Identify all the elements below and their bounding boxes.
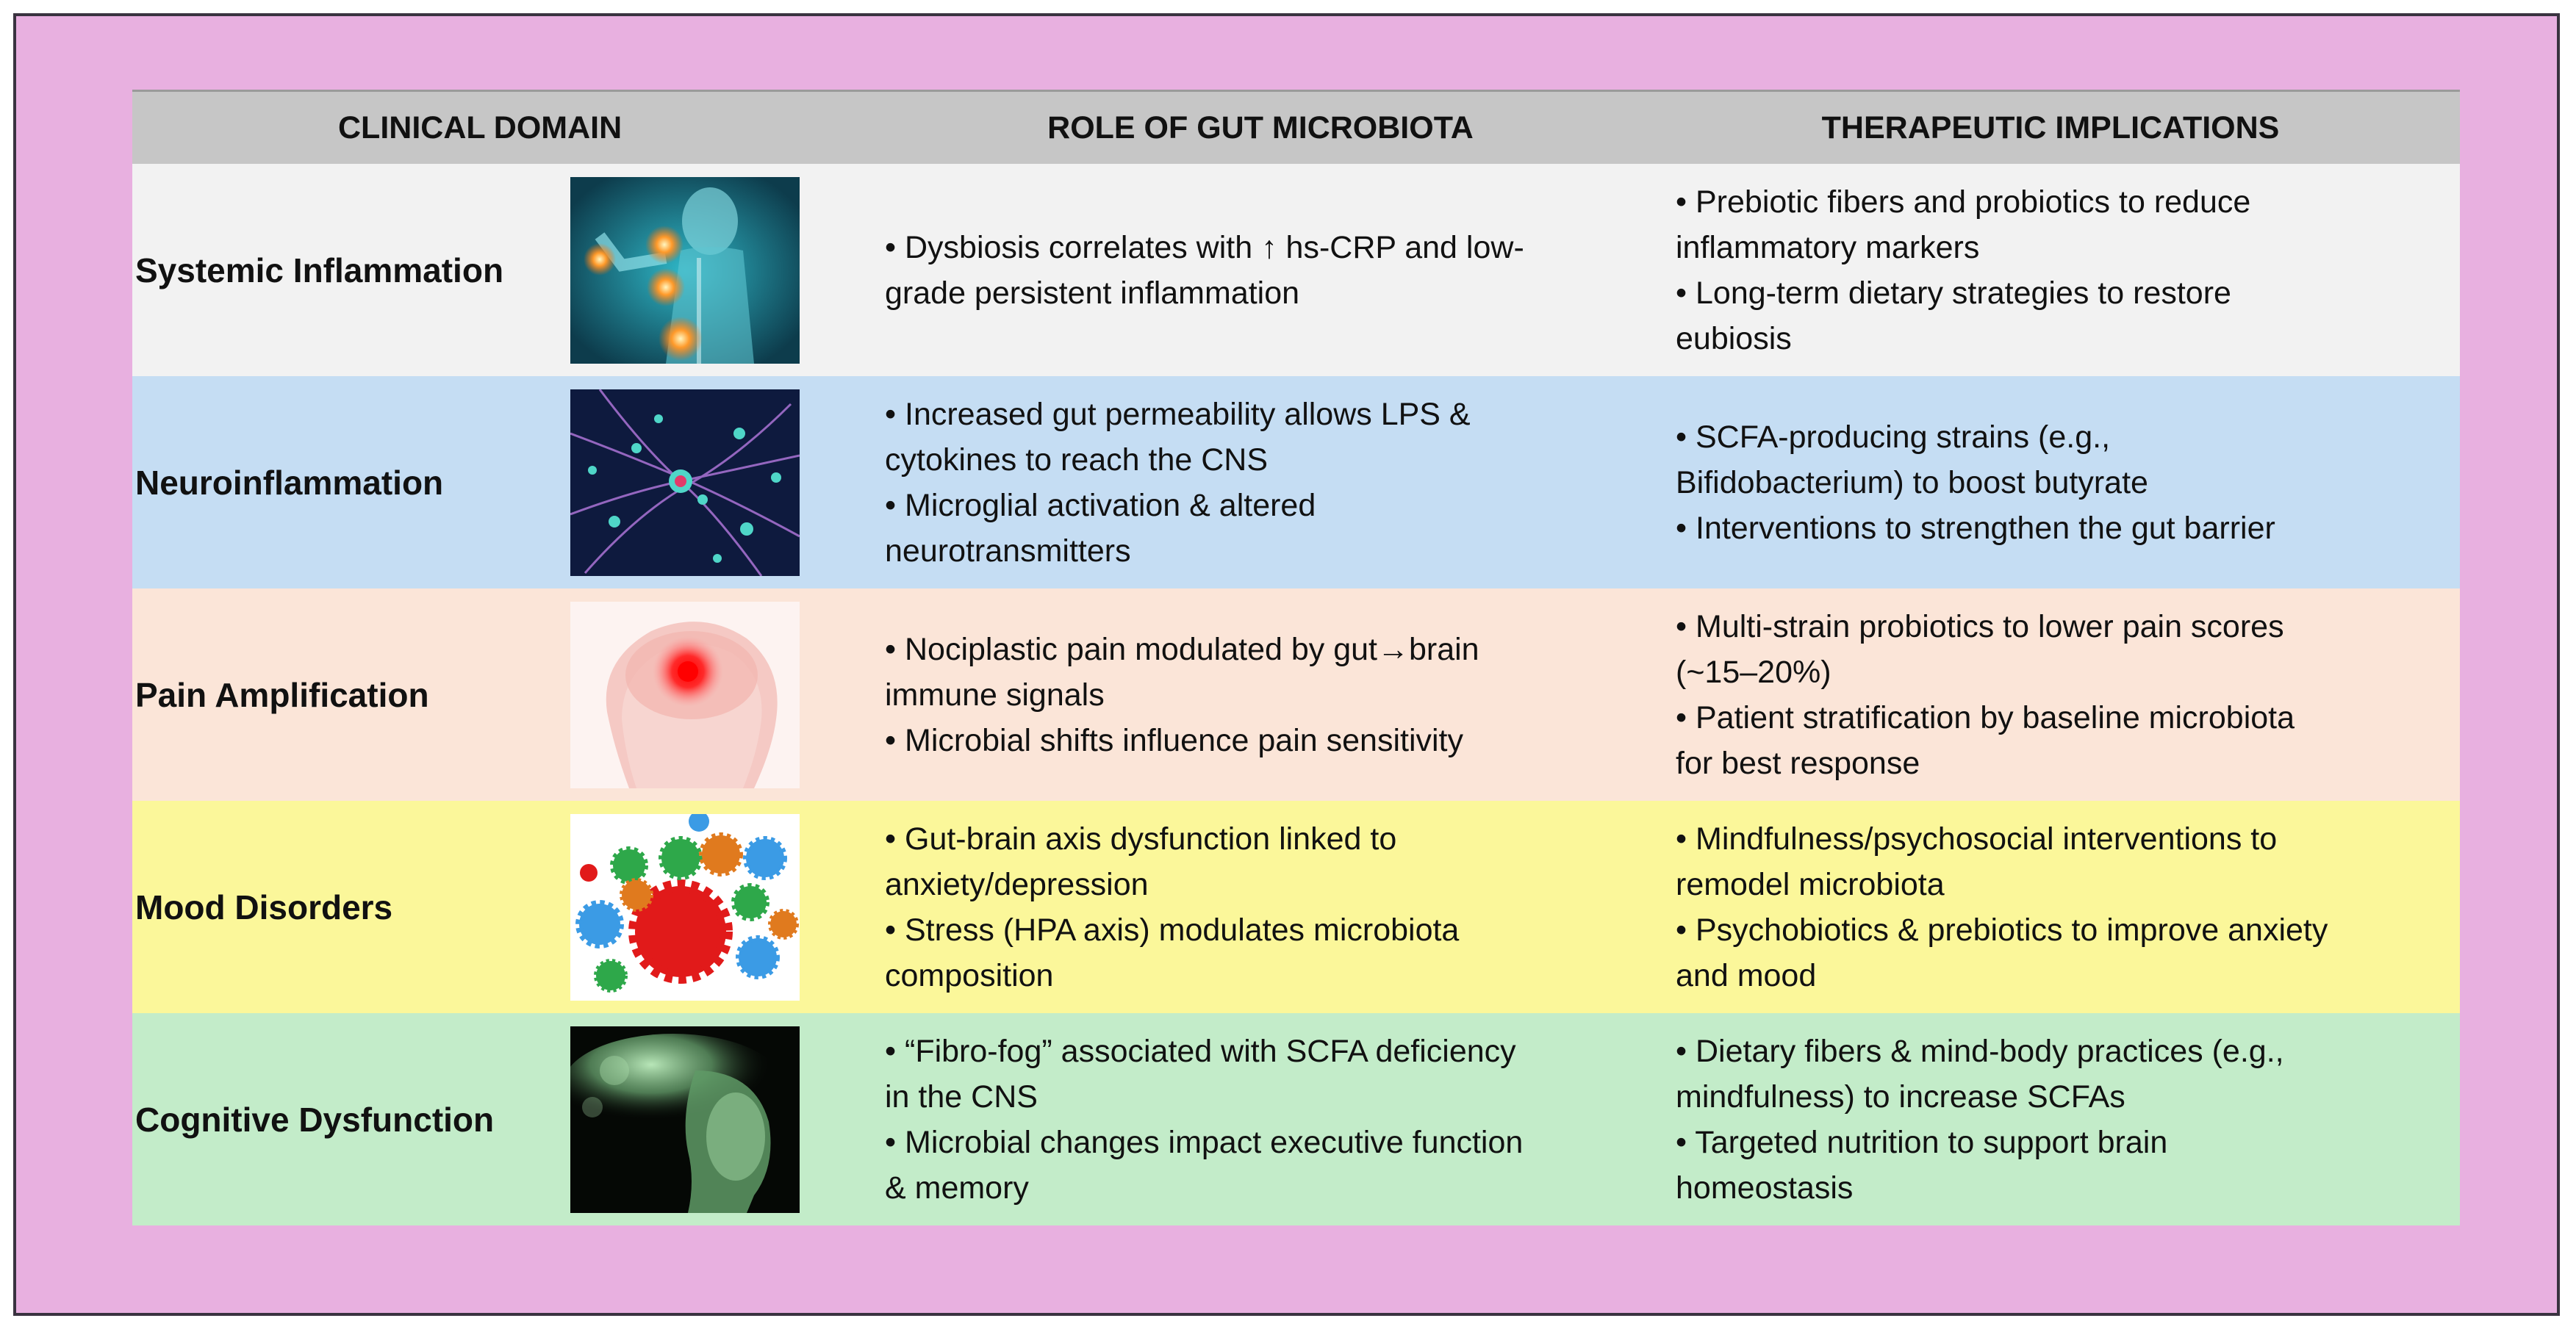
row-systemic-inflammation: Systemic Inflammation — [132, 164, 2460, 376]
role-text: • Increased gut permeability allows LPS … — [885, 396, 1471, 569]
domain-label: Mood Disorders — [135, 888, 393, 926]
header-role: ROLE OF GUT MICROBIOTA — [1047, 109, 1474, 145]
therapeutic-text: • SCFA-producing strains (e.g., Bifidoba… — [1676, 419, 2275, 546]
therapeutic-text: • Dietary fibers & mind-body practices (… — [1676, 1033, 2284, 1206]
role-text: • “Fibro-fog” associated with SCFA defic… — [885, 1033, 1524, 1206]
role-text: • Nociplastic pain modulated by gut→brai… — [885, 631, 1479, 758]
therapeutic-text: • Prebiotic fibers and probiotics to red… — [1676, 184, 2251, 356]
therapeutic-text: • Mindfulness/psychosocial interventions… — [1676, 821, 2328, 993]
table-header: CLINICAL DOMAIN ROLE OF GUT MICROBIOTA T… — [132, 90, 2460, 164]
row-pain-amplification: Pain Amplification • Nociplastic — [132, 588, 2460, 801]
domain-label: Neuroinflammation — [135, 463, 444, 502]
domain-label: Pain Amplification — [135, 675, 429, 714]
row-mood-disorders: Mood Disorders — [132, 801, 2460, 1013]
domain-label: Cognitive Dysfunction — [135, 1100, 495, 1139]
role-text: • Gut-brain axis dysfunction linked to a… — [885, 821, 1460, 993]
gears-icon — [570, 814, 800, 1001]
row-neuroinflammation: Neuroinflammation — [132, 376, 2460, 588]
therapeutic-text: • Multi-strain probiotics to lower pain … — [1676, 608, 2295, 781]
inflamed-body-icon — [570, 177, 800, 364]
clinical-table: CLINICAL DOMAIN ROLE OF GUT MICROBIOTA T… — [132, 90, 2460, 1225]
fading-head-icon — [570, 1026, 800, 1213]
header-clinical-domain: CLINICAL DOMAIN — [338, 109, 623, 145]
neurons-icon — [570, 389, 800, 576]
head-pain-icon — [570, 602, 800, 788]
role-text: • Dysbiosis correlates with ↑ hs-CRP and… — [885, 229, 1524, 311]
domain-label: Systemic Inflammation — [135, 251, 504, 289]
header-therapeutic: THERAPEUTIC IMPLICATIONS — [1821, 109, 2280, 145]
row-cognitive-dysfunction: Cognitive Dysfunction • “Fibro-f — [132, 1013, 2460, 1225]
